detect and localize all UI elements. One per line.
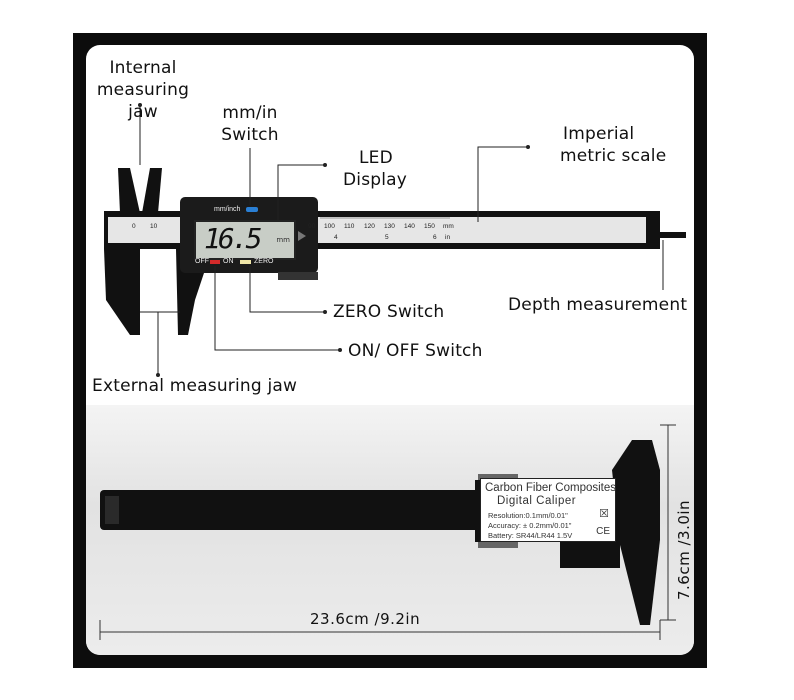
thumb-wheel	[278, 272, 318, 280]
scale-in-tick: 4	[334, 234, 338, 241]
weee-bin-icon: ☒	[599, 508, 609, 520]
scale-mm-tick: 150	[424, 223, 435, 230]
label-led-display: LED Display	[343, 147, 407, 191]
label-line: metric scale	[560, 146, 667, 166]
ce-mark: CE	[596, 526, 610, 537]
depth-rod	[646, 232, 686, 238]
internal-jaw-moving	[142, 168, 162, 213]
scale-mm-unit: mm	[443, 223, 454, 230]
leader-led	[277, 164, 325, 222]
zero-button	[240, 259, 251, 264]
on-button	[210, 259, 220, 264]
external-jaw-fixed	[104, 249, 140, 335]
plate-accuracy: Accuracy: ± 0.2mm/0.01"	[488, 521, 572, 530]
scale-mm-tick: 90	[308, 223, 316, 230]
label-line: Switch	[221, 125, 279, 145]
height-dimension-label: 7.6cm /3.0in	[675, 499, 693, 600]
scale-mm-tick: 0	[132, 223, 136, 230]
plate-battery: Battery: SR44/LR44 1.5V	[488, 531, 573, 540]
scale-mm-tick: 120	[364, 223, 375, 230]
plate-subtitle: Digital Caliper	[497, 495, 577, 507]
display-unit: mm	[276, 236, 290, 244]
zero-label: ZERO	[254, 258, 274, 265]
leader-on-off	[214, 266, 340, 351]
arrow-icon	[298, 231, 306, 241]
on-label: ON	[223, 258, 234, 265]
scale-in-tick: 5	[385, 234, 389, 241]
label-on-off-switch: ON/ OFF Switch	[348, 341, 483, 361]
scale-mm-tick: 110	[344, 223, 355, 230]
scale-mm-tick: 130	[384, 223, 395, 230]
label-imperial-metric: Imperial metric scale	[560, 123, 666, 167]
length-dimension-label: 23.6cm /9.2in	[310, 610, 421, 628]
label-internal-jaw: Internal measuring jaw	[88, 57, 198, 123]
label-mm-in-switch: mm/in Switch	[215, 102, 285, 146]
label-external-jaw: External measuring jaw	[92, 376, 298, 396]
label-line: Display	[343, 170, 408, 190]
mm-inch-button	[246, 207, 258, 212]
label-line: measuring jaw	[96, 80, 190, 122]
mm-inch-label: mm/inch	[214, 206, 241, 213]
display-value: 16.5	[204, 222, 262, 255]
bottom-beam	[100, 490, 485, 530]
scale-mm-tick: 100	[324, 223, 335, 230]
label-line: mm/in	[222, 103, 278, 123]
internal-jaw-fixed	[118, 168, 140, 213]
plate-resolution: Resolution:0.1mm/0.01"	[488, 511, 568, 520]
bottom-jaws	[612, 440, 660, 625]
off-label: OFF	[195, 258, 209, 265]
label-depth-measurement: Depth measurement	[508, 295, 688, 315]
scale-mm-tick: 10	[150, 223, 158, 230]
label-line: LED	[359, 148, 393, 168]
leader-zero	[249, 266, 325, 313]
label-line: Imperial	[563, 124, 635, 144]
plate-title: Carbon Fiber Composites	[485, 482, 617, 494]
leader-imperial	[477, 146, 528, 222]
label-line: Internal	[109, 58, 177, 78]
scale-mm-tick: 140	[404, 223, 415, 230]
scale-in-tick: 6	[433, 234, 437, 241]
label-zero-switch: ZERO Switch	[333, 302, 445, 322]
scale-in-unit: in	[445, 234, 451, 241]
spec-plate: Carbon Fiber Composites Digital Caliper …	[480, 478, 616, 542]
lcd-display: 16.5 mm	[194, 220, 296, 260]
